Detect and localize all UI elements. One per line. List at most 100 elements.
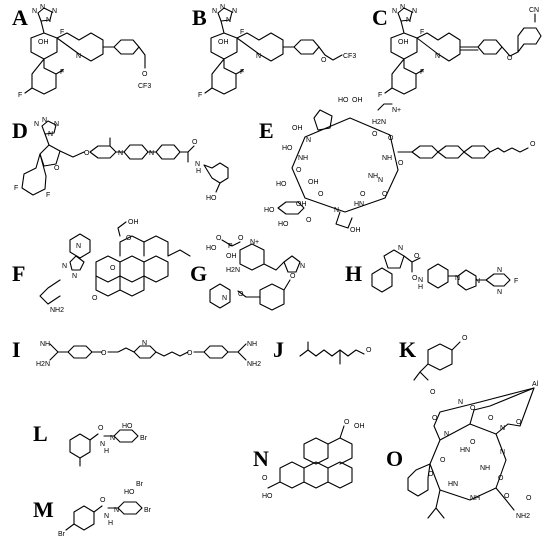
structure-h: N O O N H N N N N F	[371, 245, 518, 296]
atom-label: F	[14, 185, 18, 192]
atom-label: N	[34, 121, 39, 128]
atom-label: O	[382, 191, 388, 198]
panel-label-e: E	[259, 118, 274, 143]
atom-label: O	[488, 415, 494, 422]
atom-label: HN	[354, 201, 364, 208]
atom-label: N	[256, 53, 261, 60]
panel-label-n: N	[253, 446, 269, 471]
structure-a: N N N N OH F F F N O CF3	[18, 4, 151, 99]
atom-label: NH2	[516, 513, 530, 520]
atom-label: N	[497, 267, 502, 274]
atom-label: OH	[292, 125, 303, 132]
atom-label: N	[195, 161, 200, 168]
atom-label: N	[110, 435, 115, 442]
panel-label-j: J	[273, 337, 284, 362]
atom-label: N	[444, 431, 449, 438]
atom-label: N	[306, 137, 311, 144]
atom-label: N	[220, 4, 225, 11]
atom-label: NH2	[50, 307, 64, 314]
atom-label: O	[470, 439, 476, 446]
atom-label: N	[412, 8, 417, 15]
atom-label: OH	[350, 227, 361, 234]
atom-label: O	[462, 335, 468, 342]
atom-label: O	[306, 217, 312, 224]
atom-label: N	[142, 340, 147, 347]
atom-label: O	[142, 71, 148, 78]
panel-label-o: O	[386, 446, 404, 471]
atom-label: F	[420, 29, 424, 36]
atom-label: N	[222, 295, 227, 302]
panel-label-a: A	[12, 5, 28, 30]
panel-label-k: K	[399, 337, 417, 362]
atom-label: O	[110, 265, 116, 272]
panel-label-l: L	[33, 421, 48, 446]
atom-label: O	[412, 275, 418, 282]
atom-label: F	[514, 278, 518, 285]
atom-label: H	[104, 448, 109, 455]
atom-label: O	[398, 160, 404, 167]
atom-label: N	[72, 273, 77, 280]
atom-label: N	[406, 17, 411, 24]
atom-label: O	[318, 191, 324, 198]
structure-n: O OH O HO	[262, 419, 365, 500]
atom-label: N	[455, 275, 460, 282]
panel-label-h: H	[345, 261, 363, 286]
atom-label: Br	[144, 507, 152, 514]
atom-label: F	[18, 92, 22, 99]
atom-label: O	[507, 55, 513, 62]
atom-label: F	[420, 69, 424, 76]
atom-label: NH	[40, 341, 50, 348]
atom-label: N	[392, 8, 397, 15]
panel-label-b: B	[192, 5, 207, 30]
atom-label: O	[498, 475, 504, 482]
atom-label: N	[46, 17, 51, 24]
atom-label: O	[101, 350, 107, 357]
atom-label: NH	[368, 173, 378, 180]
atom-label: CN	[529, 7, 539, 14]
atom-label: O	[296, 167, 302, 174]
atom-label: N	[62, 263, 67, 270]
atom-label: O	[526, 495, 532, 502]
panel-label-d: D	[12, 118, 28, 143]
atom-label: OH	[352, 97, 363, 104]
structure-i: NH H2N O N O NH NH2	[36, 340, 261, 368]
atom-label: HO	[282, 145, 293, 152]
atom-label: OH	[398, 39, 409, 46]
structure-b: N N N N OH F F F N O CF3	[198, 4, 356, 99]
atom-label: N	[226, 17, 231, 24]
atom-label: O	[98, 425, 104, 432]
atom-label: H	[418, 284, 423, 291]
atom-label: OH	[38, 39, 49, 46]
atom-label: NH	[247, 341, 257, 348]
atom-label: N	[48, 131, 53, 138]
atom-label: HO	[206, 245, 217, 252]
atom-label: O	[126, 235, 132, 242]
structure-j: O	[299, 341, 372, 365]
atom-label: HN	[448, 481, 458, 488]
atom-label: Br	[58, 531, 66, 538]
atom-label: O	[414, 253, 420, 260]
atom-label: O	[366, 347, 372, 354]
structure-o: O N O O N O Al O N HN O O NH N HN O O NH…	[407, 381, 539, 520]
atom-label: N	[500, 425, 505, 432]
atom-label: N	[334, 207, 339, 214]
panel-label-i: I	[12, 337, 21, 362]
atom-label: N	[76, 243, 81, 250]
atom-label: CF3	[138, 83, 151, 90]
atom-label: O	[360, 191, 366, 198]
atom-label: N	[40, 4, 45, 11]
atom-label: O	[344, 419, 350, 426]
atom-label: HO	[276, 181, 287, 188]
atom-label: N	[118, 150, 123, 157]
atom-label: NH	[298, 155, 308, 162]
atom-label: H2N	[36, 361, 50, 368]
atom-label: N+	[250, 239, 259, 246]
atom-label: O	[470, 405, 476, 412]
structure-g: O P O HO OH N+ H2N N O N O	[206, 235, 305, 311]
structure-k: O	[413, 335, 468, 381]
atom-label: O	[372, 131, 378, 138]
atom-label: N	[32, 8, 37, 15]
atom-label: HO	[206, 195, 217, 202]
atom-label: O	[440, 457, 446, 464]
